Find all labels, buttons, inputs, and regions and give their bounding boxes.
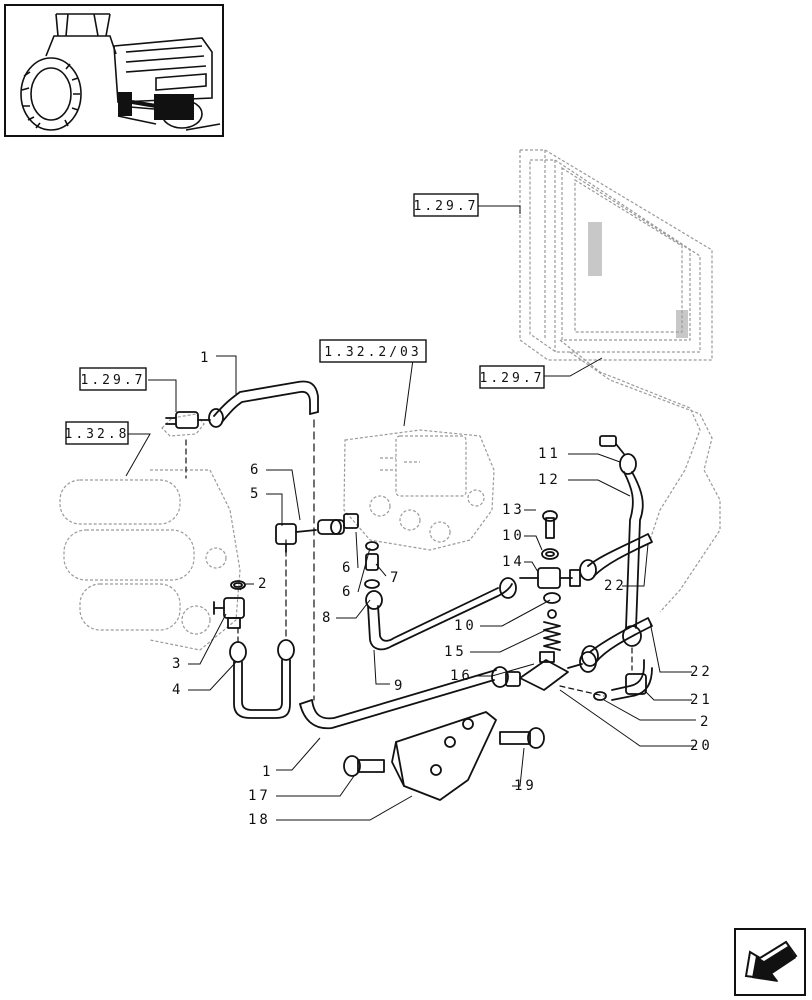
ref-label-r4: 1.32.8 (65, 427, 130, 442)
callout-4[interactable]: 4 (172, 682, 183, 698)
washers-6-8[interactable] (364, 541, 383, 610)
callout-6c[interactable]: 6 (342, 584, 353, 600)
callout-20[interactable]: 20 (690, 738, 713, 754)
tee-fitting-16[interactable] (519, 651, 597, 691)
pump-ghost (59, 413, 241, 651)
callout-13[interactable]: 13 (502, 502, 525, 518)
pipe-12[interactable] (599, 435, 644, 647)
ref-box-r4[interactable]: 1.32.8 (65, 421, 130, 445)
pipe-1-upper[interactable] (208, 380, 319, 428)
callout-21[interactable]: 21 (690, 692, 713, 708)
bolt-17[interactable] (343, 755, 385, 777)
nav-arrow-drawing (744, 940, 798, 982)
tractor-thumbnail-icon[interactable] (4, 4, 224, 137)
callout-1a[interactable]: 1 (200, 350, 211, 366)
callout-22b[interactable]: 22 (690, 664, 713, 680)
callout-14[interactable]: 14 (502, 554, 525, 570)
leader-lines (118, 205, 696, 821)
ref-box-r5[interactable]: 1.32.2/03 (319, 339, 427, 363)
callout-8[interactable]: 8 (322, 610, 333, 626)
fitting-5[interactable] (275, 523, 317, 553)
callout-10b[interactable]: 10 (454, 618, 477, 634)
pipe-9[interactable] (367, 577, 517, 651)
callout-16[interactable]: 16 (450, 668, 473, 684)
radiator-ghost (519, 149, 721, 613)
radiator-hatch (588, 222, 688, 338)
callout-1b[interactable]: 1 (262, 764, 273, 780)
cross-fitting-14[interactable] (519, 510, 581, 619)
ref-box-r3[interactable]: 1.29.7 (79, 367, 147, 391)
callout-9[interactable]: 9 (394, 678, 405, 694)
callout-19[interactable]: 19 (514, 778, 537, 794)
callout-6b[interactable]: 6 (342, 560, 353, 576)
ref-box-r1[interactable]: 1.29.7 (413, 193, 479, 217)
callout-15[interactable]: 15 (444, 644, 467, 660)
tee-fitting-3[interactable] (213, 580, 246, 629)
bracket-18[interactable] (391, 711, 497, 801)
callout-2b[interactable]: 2 (700, 714, 711, 730)
u-pipe-4[interactable] (229, 639, 295, 719)
spring-15[interactable] (543, 621, 561, 651)
callout-3[interactable]: 3 (172, 656, 183, 672)
fitting-upper-left[interactable] (165, 411, 211, 429)
ref-label-r3: 1.29.7 (81, 373, 146, 388)
bolt-19[interactable] (499, 727, 545, 749)
callout-2a[interactable]: 2 (258, 576, 269, 592)
callout-17[interactable]: 17 (248, 788, 271, 804)
callout-22a[interactable]: 22 (604, 578, 627, 594)
elbow-21[interactable] (593, 659, 653, 701)
callout-12[interactable]: 12 (538, 472, 561, 488)
callout-18[interactable]: 18 (248, 812, 271, 828)
callout-7[interactable]: 7 (390, 570, 401, 586)
pipe-22-upper[interactable] (579, 533, 653, 581)
union-6[interactable] (317, 513, 359, 535)
ref-box-r2[interactable]: 1.29.7 (479, 365, 545, 389)
ref-label-r1: 1.29.7 (414, 199, 479, 214)
callout-numbers: 1 1 2 2 3 4 5 6 6 6 7 8 9 10 10 11 12 13… (172, 350, 713, 828)
ref-label-r2: 1.29.7 (480, 371, 545, 386)
callout-6a[interactable]: 6 (250, 462, 261, 478)
ref-label-r5: 1.32.2/03 (324, 345, 421, 360)
callout-10a[interactable]: 10 (502, 528, 525, 544)
pipe-22-lower[interactable] (581, 617, 653, 667)
valve-block-ghost (343, 429, 495, 551)
tractor-thumbnail-drawing (20, 13, 221, 131)
next-page-arrow-icon[interactable] (734, 928, 806, 996)
callout-5[interactable]: 5 (250, 486, 261, 502)
callout-11[interactable]: 11 (538, 446, 561, 462)
